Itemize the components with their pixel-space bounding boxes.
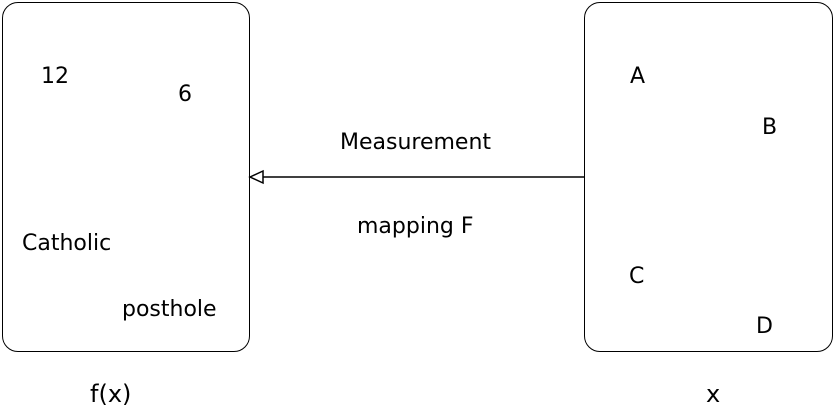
domain-box	[584, 2, 833, 352]
codomain-item-12: 12	[41, 64, 69, 89]
codomain-box	[2, 2, 250, 352]
codomain-caption: f(x)	[90, 380, 132, 408]
domain-item-c: C	[629, 264, 645, 289]
domain-caption: x	[706, 380, 721, 408]
domain-item-a: A	[630, 64, 646, 89]
mapping-label-measurement: Measurement	[340, 130, 492, 155]
mapping-arrow-head	[248, 169, 264, 185]
codomain-item-posthole: posthole	[122, 297, 217, 322]
domain-item-b: B	[762, 115, 778, 140]
domain-item-d: D	[756, 314, 773, 339]
codomain-item-catholic: Catholic	[22, 231, 112, 256]
mapping-label-mapping-f: mapping F	[357, 214, 474, 239]
codomain-item-6: 6	[178, 82, 192, 107]
